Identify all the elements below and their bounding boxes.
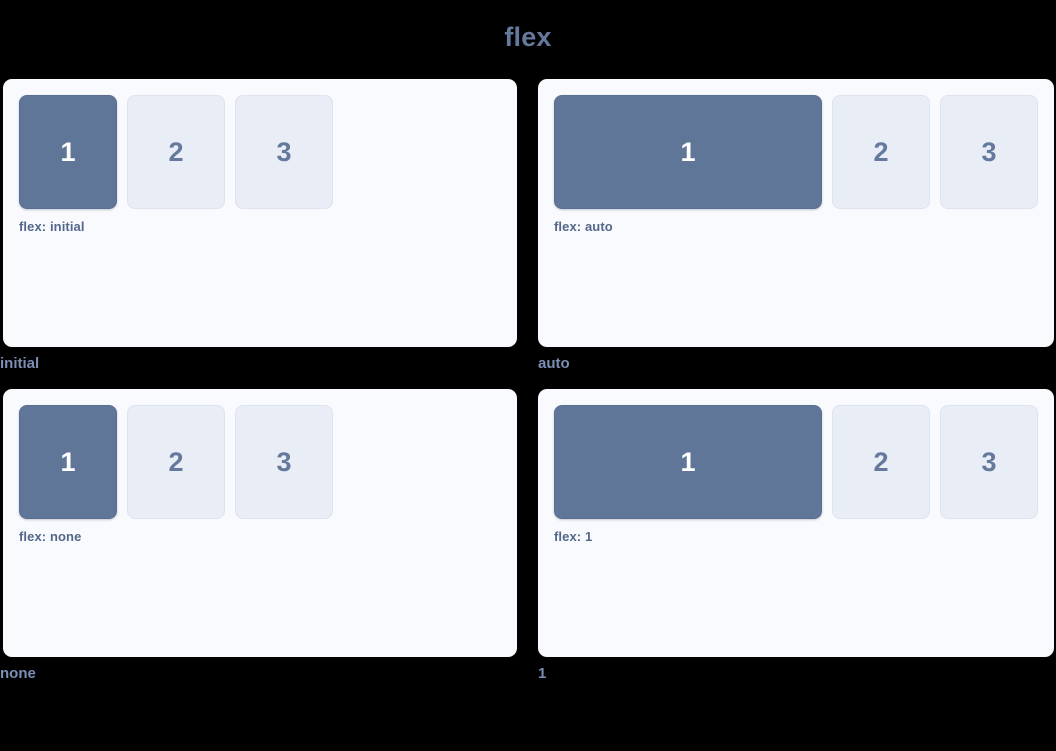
flex-container-auto: 1 2 3 [554, 95, 1054, 210]
flex-item-3[interactable]: 3 [235, 405, 333, 520]
flex-note: flex: initial [19, 219, 85, 235]
demo-caption-initial: initial [0, 355, 40, 373]
flex-container-one: 1 2 3 [554, 405, 1054, 520]
demo-caption-one: 1 [538, 665, 547, 683]
demo-card-one: 1 2 3 flex: 1 [538, 389, 1054, 658]
demo-cell-initial: 1 2 3 flex: initial initial [0, 79, 517, 371]
flex-item-2[interactable]: 2 [832, 405, 930, 520]
demo-caption-auto: auto [538, 355, 570, 373]
demo-cell-auto: 1 2 3 flex: auto auto [538, 79, 1054, 371]
demo-cell-one: 1 2 3 flex: 1 1 [538, 389, 1054, 681]
flex-item-2[interactable]: 2 [127, 405, 225, 520]
demo-cell-none: 1 2 3 flex: none none [0, 389, 517, 681]
flex-item-3[interactable]: 3 [235, 95, 333, 210]
flex-item-2[interactable]: 2 [127, 95, 225, 210]
page-title: flex [504, 22, 552, 53]
flex-item-1[interactable]: 1 [19, 405, 117, 520]
flex-item-3[interactable]: 3 [940, 95, 1038, 210]
demo-card-none: 1 2 3 flex: none [3, 389, 517, 658]
flex-item-1[interactable]: 1 [554, 405, 822, 520]
demo-card-initial: 1 2 3 flex: initial [3, 79, 517, 348]
flex-container-initial: 1 2 3 [19, 95, 517, 210]
flex-note: flex: auto [554, 219, 613, 235]
flex-item-1[interactable]: 1 [19, 95, 117, 210]
demo-caption-none: none [0, 665, 36, 683]
demo-card-auto: 1 2 3 flex: auto [538, 79, 1054, 348]
flex-item-1[interactable]: 1 [554, 95, 822, 210]
flex-demo-grid: 1 2 3 flex: initial initial 1 2 3 flex: … [0, 79, 1054, 681]
flex-item-3[interactable]: 3 [940, 405, 1038, 520]
flex-container-none: 1 2 3 [19, 405, 517, 520]
flex-note: flex: none [19, 529, 82, 545]
flex-note: flex: 1 [554, 529, 593, 545]
flex-item-2[interactable]: 2 [832, 95, 930, 210]
